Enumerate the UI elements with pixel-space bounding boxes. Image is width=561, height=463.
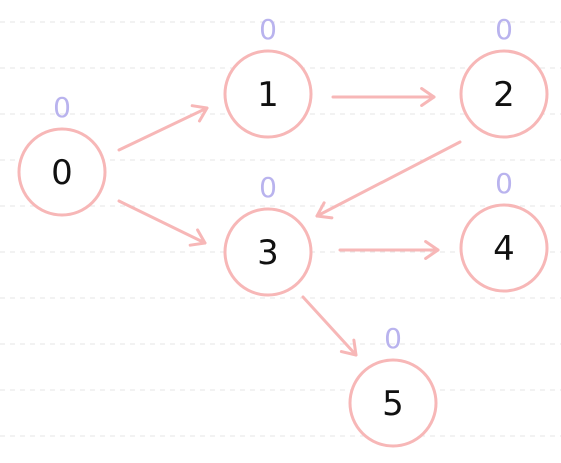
node-label: 2	[493, 75, 515, 115]
node-circle	[459, 203, 549, 293]
node-circle	[17, 127, 107, 217]
arrowhead-icon	[188, 228, 207, 247]
edge-3-to-4	[338, 240, 440, 260]
edge-line	[315, 140, 462, 218]
node-circle	[223, 207, 313, 297]
edge-1-to-2	[331, 87, 436, 107]
node-value: 0	[259, 171, 277, 204]
node-3: 30	[223, 171, 313, 297]
node-value: 0	[495, 13, 513, 46]
node-4: 40	[459, 167, 549, 293]
arrowhead-icon	[420, 87, 436, 107]
node-label: 3	[257, 233, 279, 273]
node-5: 50	[348, 322, 438, 448]
node-1: 10	[223, 13, 313, 139]
edge-0-to-1	[117, 104, 209, 152]
edge-3-to-5	[301, 295, 358, 357]
node-label: 5	[382, 384, 404, 424]
node-value: 0	[495, 167, 513, 200]
node-0: 00	[17, 91, 107, 217]
edge-line	[117, 106, 209, 152]
node-circle	[223, 49, 313, 139]
edge-0-to-3	[117, 199, 207, 247]
arrowhead-icon	[424, 240, 440, 260]
node-circle	[348, 358, 438, 448]
node-label: 4	[493, 229, 515, 269]
node-label: 0	[51, 153, 73, 193]
node-circle	[459, 49, 549, 139]
node-value: 0	[384, 322, 402, 355]
edge-line	[301, 295, 358, 357]
node-label: 1	[257, 75, 279, 115]
arrowhead-icon	[315, 201, 334, 220]
node-value: 0	[259, 13, 277, 46]
edge-2-to-3	[315, 140, 462, 220]
edges	[117, 87, 462, 357]
edge-line	[117, 199, 207, 245]
node-2: 20	[459, 13, 549, 139]
arrowhead-icon	[339, 338, 358, 357]
node-value: 0	[53, 91, 71, 124]
arrowhead-icon	[190, 104, 209, 123]
